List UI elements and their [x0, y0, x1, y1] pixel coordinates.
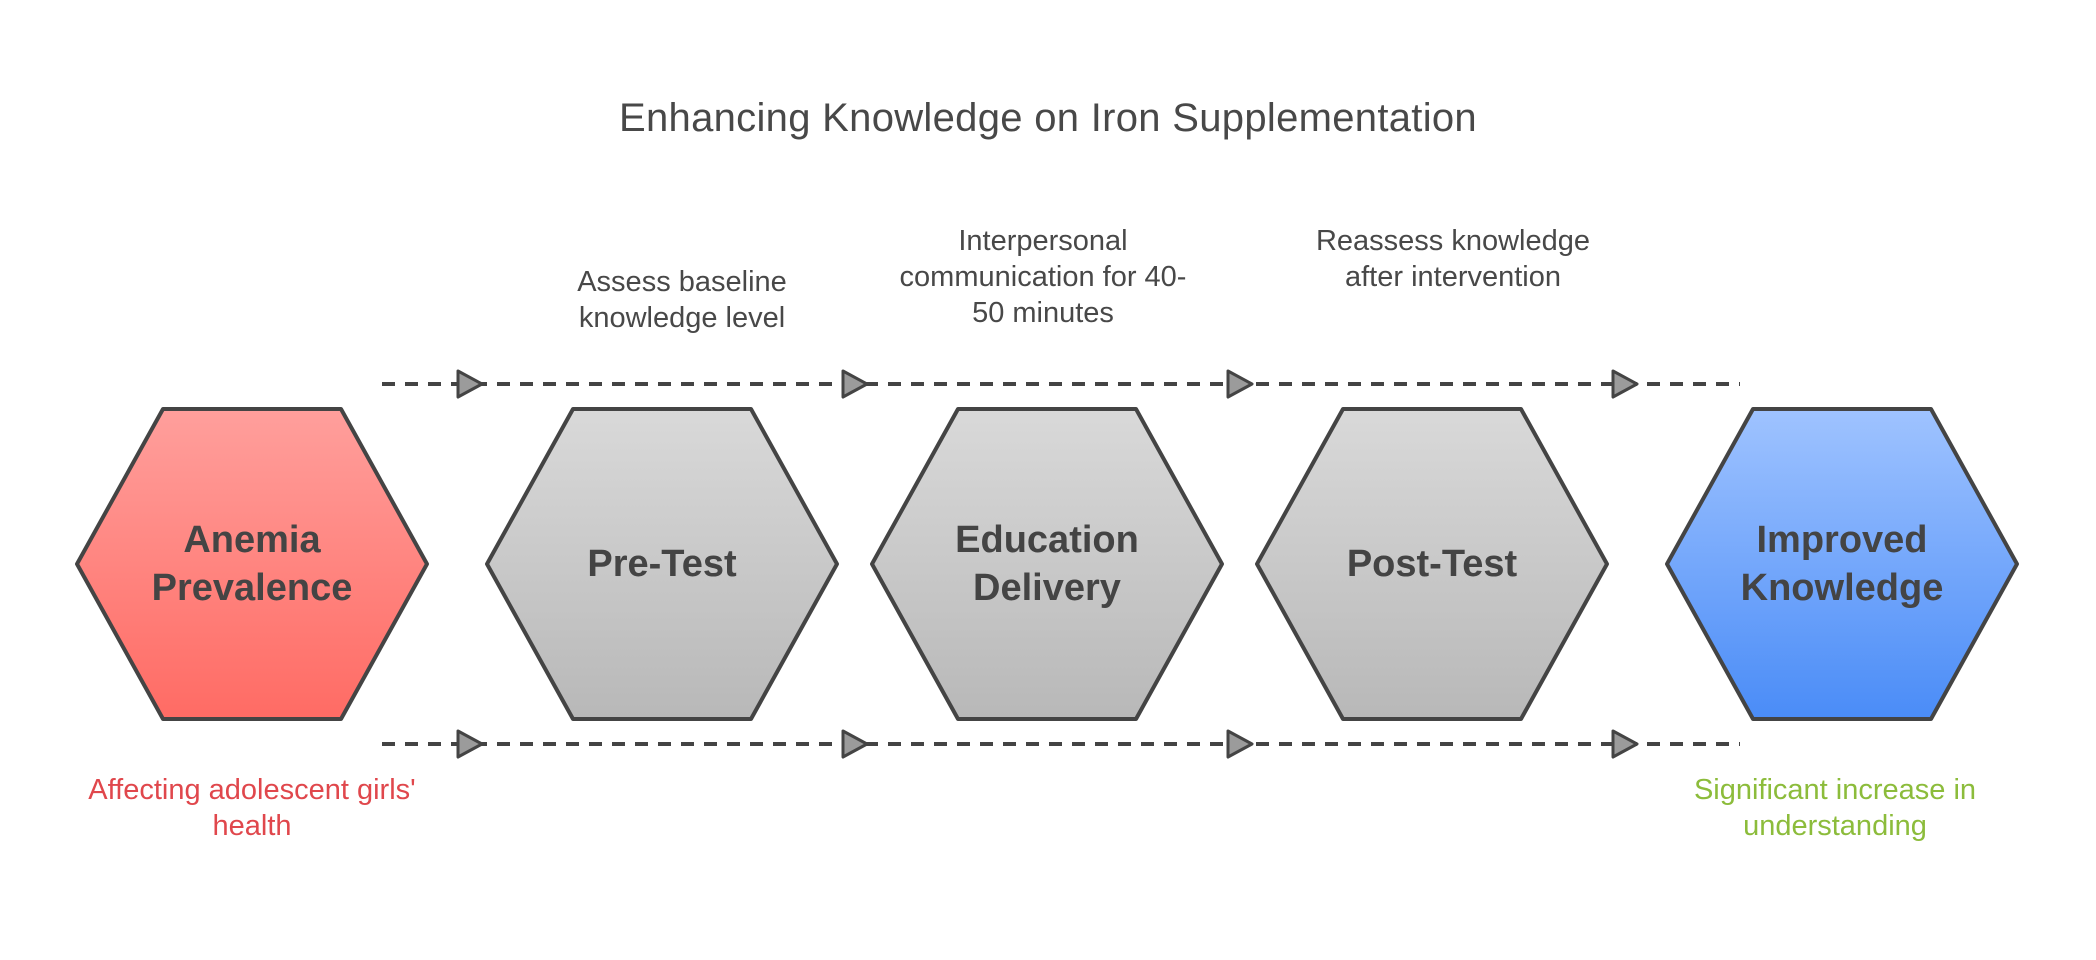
hexagon-gray: [485, 407, 839, 721]
stage-label: Post-Test: [1346, 543, 1518, 585]
triangle-arrow-icon: [1226, 369, 1254, 399]
triangle-arrow-icon: [456, 369, 484, 399]
stage-label: Education Delivery: [955, 519, 1139, 609]
bottom-flow-line: [382, 729, 1740, 759]
stage-anemia-prevalence: Anemia Prevalence: [74, 406, 430, 722]
top-flow-line: [382, 369, 1740, 399]
hexagon-gray: [1255, 407, 1609, 721]
pre-test-description: Assess baseline knowledge level: [577, 266, 787, 334]
education-delivery-description: Interpersonal communication for 40-50 mi…: [899, 225, 1187, 329]
stage-education-delivery: Education Delivery: [869, 406, 1225, 722]
stage-label: Pre-Test: [587, 543, 737, 585]
triangle-arrow-icon: [1611, 729, 1639, 759]
post-test-description: Reassess knowledge after intervention: [1315, 225, 1591, 293]
triangle-arrow-icon: [841, 369, 869, 399]
triangle-arrow-icon: [456, 729, 484, 759]
stage-pre-test: Pre-Test: [484, 406, 840, 722]
end-note: Significant increase in understanding: [1693, 774, 1977, 842]
hexagon-blue: [1665, 407, 2019, 721]
stage-post-test: Post-Test: [1254, 406, 1610, 722]
stage-label: Anemia Prevalence: [151, 519, 353, 609]
diagram-title: Enhancing Knowledge on Iron Supplementat…: [619, 96, 1477, 140]
triangle-arrow-icon: [841, 729, 869, 759]
start-note: Affecting adolescent girls' health: [88, 774, 416, 842]
hexagon-red: [75, 407, 429, 721]
triangle-arrow-icon: [1611, 369, 1639, 399]
triangle-arrow-icon: [1226, 729, 1254, 759]
stage-label: Improved Knowledge: [1740, 519, 1944, 609]
stage-improved-knowledge: Improved Knowledge: [1664, 406, 2020, 722]
hexagon-gray: [870, 407, 1224, 721]
